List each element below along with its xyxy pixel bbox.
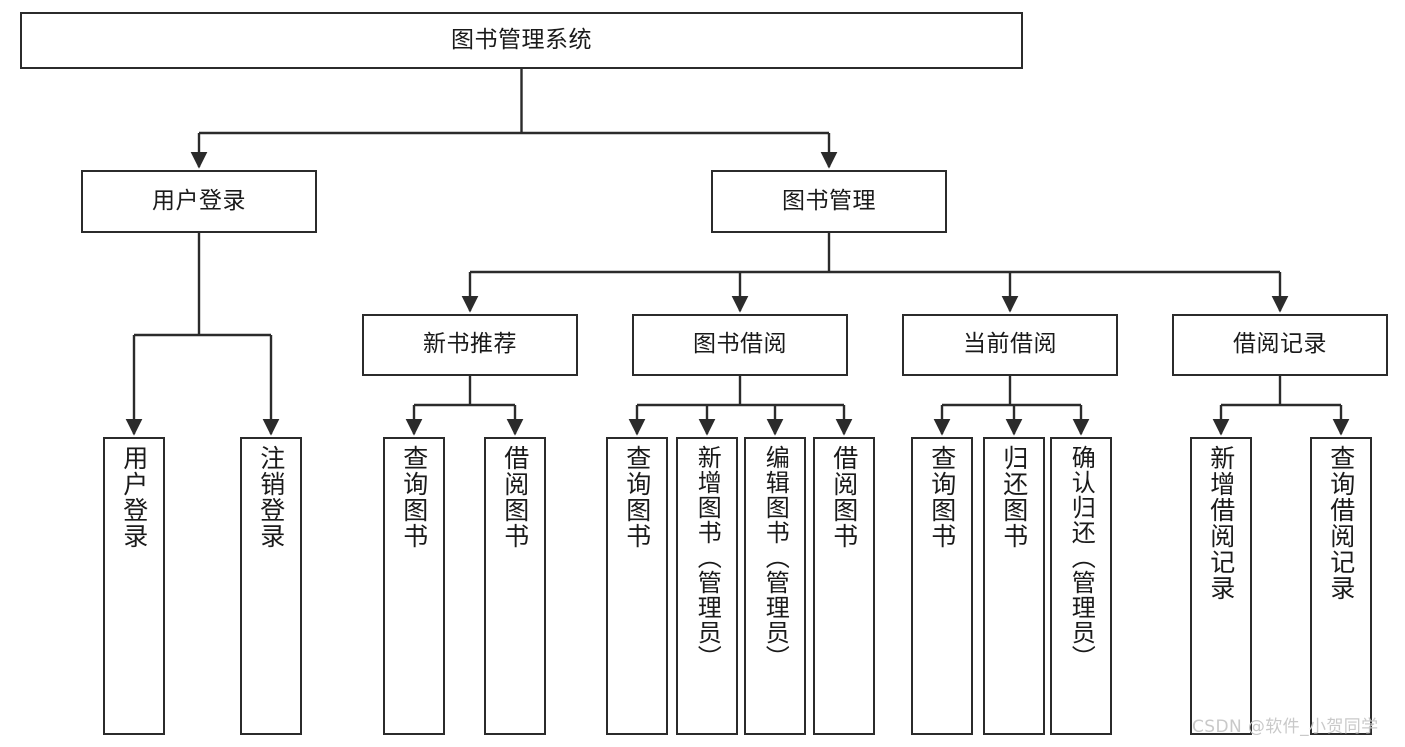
node-leaf_edit_book[interactable]: 编辑图书（管理员） bbox=[744, 437, 806, 735]
node-label: 查询图书 bbox=[622, 445, 652, 549]
node-leaf_query_book_2[interactable]: 查询图书 bbox=[606, 437, 668, 735]
node-label: 确认归还（管理员） bbox=[1067, 445, 1096, 670]
node-label: 借阅记录 bbox=[1233, 331, 1327, 358]
node-book_manage[interactable]: 图书管理 bbox=[711, 170, 947, 233]
node-leaf_add_book[interactable]: 新增图书（管理员） bbox=[676, 437, 738, 735]
node-leaf_query_book_3[interactable]: 查询图书 bbox=[911, 437, 973, 735]
node-leaf_return_book[interactable]: 归还图书 bbox=[983, 437, 1045, 735]
node-label: 当前借阅 bbox=[963, 331, 1057, 358]
node-new_book_rec[interactable]: 新书推荐 bbox=[362, 314, 578, 376]
node-borrow_record[interactable]: 借阅记录 bbox=[1172, 314, 1388, 376]
node-label: 注销登录 bbox=[256, 445, 286, 549]
node-label: 查询图书 bbox=[927, 445, 957, 549]
node-leaf_borrow_book_2[interactable]: 借阅图书 bbox=[813, 437, 875, 735]
node-leaf_confirm_return[interactable]: 确认归还（管理员） bbox=[1050, 437, 1112, 735]
node-label: 图书管理系统 bbox=[451, 26, 592, 53]
node-leaf_query_book_1[interactable]: 查询图书 bbox=[383, 437, 445, 735]
node-label: 查询借阅记录 bbox=[1326, 445, 1356, 601]
node-label: 用户登录 bbox=[119, 445, 149, 549]
node-root[interactable]: 图书管理系统 bbox=[20, 12, 1023, 69]
node-label: 归还图书 bbox=[999, 445, 1029, 549]
node-label: 新书推荐 bbox=[423, 331, 517, 358]
node-leaf_add_record[interactable]: 新增借阅记录 bbox=[1190, 437, 1252, 735]
node-label: 用户登录 bbox=[152, 187, 246, 214]
node-user_login[interactable]: 用户登录 bbox=[81, 170, 317, 233]
node-label: 图书借阅 bbox=[693, 331, 787, 358]
node-leaf_borrow_book_1[interactable]: 借阅图书 bbox=[484, 437, 546, 735]
node-book_borrow[interactable]: 图书借阅 bbox=[632, 314, 848, 376]
node-label: 新增借阅记录 bbox=[1206, 445, 1236, 601]
csdn-watermark: CSDN @软件_小贺同学 bbox=[1192, 717, 1379, 737]
node-label: 借阅图书 bbox=[829, 445, 859, 549]
node-leaf_logout[interactable]: 注销登录 bbox=[240, 437, 302, 735]
node-current_borrow[interactable]: 当前借阅 bbox=[902, 314, 1118, 376]
node-label: 新增图书（管理员） bbox=[693, 445, 722, 670]
node-leaf_query_record[interactable]: 查询借阅记录 bbox=[1310, 437, 1372, 735]
node-label: 查询图书 bbox=[399, 445, 429, 549]
node-label: 编辑图书（管理员） bbox=[761, 445, 790, 670]
node-leaf_user_login[interactable]: 用户登录 bbox=[103, 437, 165, 735]
node-label: 借阅图书 bbox=[500, 445, 530, 549]
node-label: 图书管理 bbox=[782, 187, 876, 214]
